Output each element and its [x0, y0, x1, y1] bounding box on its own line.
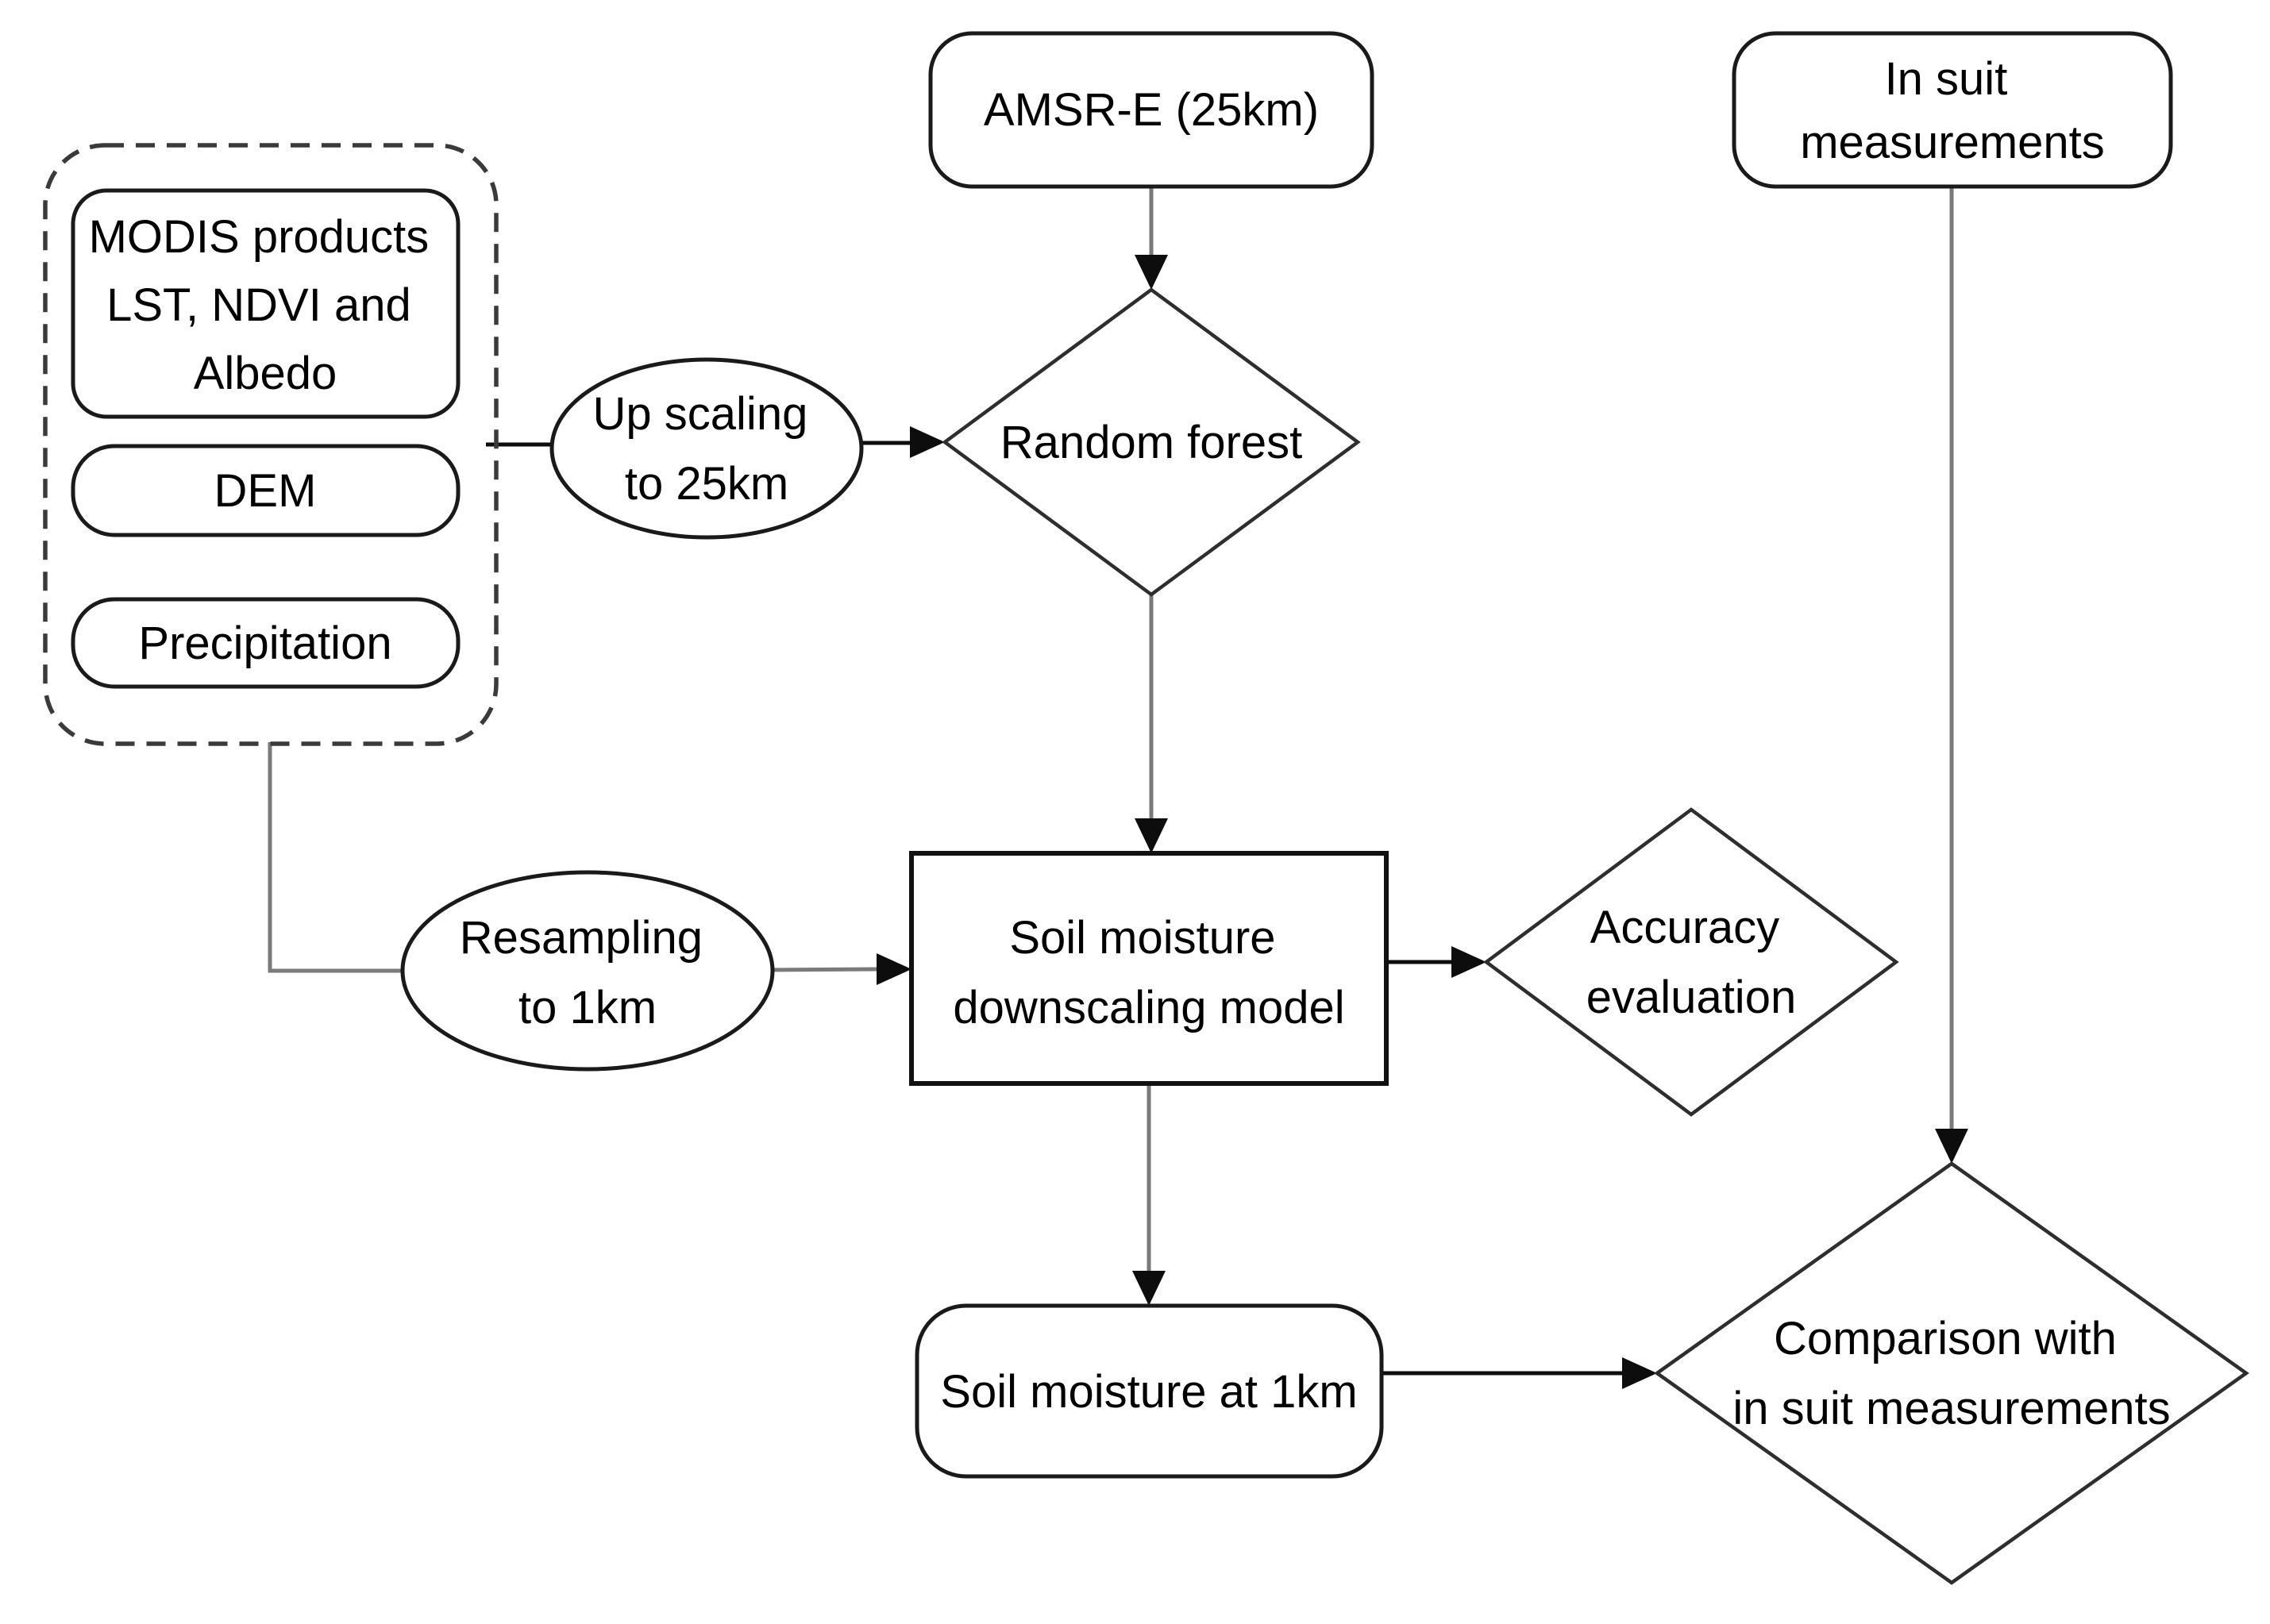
accuracy-evaluation-label: Accuracy evaluation — [1586, 902, 1796, 1023]
arrowhead-random-forest-top — [1135, 255, 1168, 290]
dem-label: DEM — [214, 465, 317, 517]
dem-node: DEM — [71, 444, 461, 537]
edge-inputs-to-resampling — [268, 742, 407, 973]
in-suit-measurements-node: In suit measurements — [1732, 31, 2173, 189]
amsr-e-node: AMSR-E (25km) — [928, 31, 1374, 189]
amsr-e-label: AMSR-E (25km) — [984, 84, 1319, 136]
resampling-label: Resampling to 1km — [460, 912, 715, 1033]
soil-moisture-1km-label: Soil moisture at 1km — [940, 1366, 1357, 1418]
arrowhead-comparison-left — [1622, 1357, 1657, 1389]
arrowhead-sm1km-top — [1132, 1271, 1166, 1306]
random-forest-label: Random forest — [1000, 417, 1302, 468]
precipitation-label: Precipitation — [138, 618, 391, 669]
soil-moisture-1km-node: Soil moisture at 1km — [915, 1303, 1384, 1479]
edges-layer — [268, 185, 1968, 1389]
comparison-label: Comparison with in suit measurements — [1732, 1313, 2170, 1434]
precipitation-node: Precipitation — [71, 597, 461, 689]
inputs-group-container — [43, 143, 499, 746]
arrowhead-model-left — [877, 953, 911, 985]
random-forest-node: Random forest — [942, 287, 1361, 597]
upscaling-label: Up scaling to 25km — [593, 388, 821, 510]
edge-resampling-to-model — [765, 967, 879, 972]
comparison-node: Comparison with in suit measurements — [1654, 1161, 2249, 1585]
arrowhead-comparison-top — [1935, 1129, 1968, 1164]
downscaling-model-node: Soil moisture downscaling model — [909, 851, 1389, 1086]
arrowhead-random-forest-left — [910, 426, 945, 458]
resampling-node: Resampling to 1km — [400, 870, 775, 1072]
in-suit-measurements-label: In suit measurements — [1800, 53, 2105, 168]
accuracy-evaluation-node: Accuracy evaluation — [1483, 807, 1899, 1117]
arrowhead-accuracy-left — [1451, 946, 1486, 978]
downscaling-model-label: Soil moisture downscaling model — [953, 912, 1344, 1033]
modis-products-node: MODIS products LST, NDVI and Albedo — [71, 188, 461, 419]
modis-products-label: MODIS products LST, NDVI and Albedo — [89, 211, 442, 399]
upscaling-node: Up scaling to 25km — [549, 357, 864, 540]
arrowhead-model-top — [1135, 818, 1168, 853]
